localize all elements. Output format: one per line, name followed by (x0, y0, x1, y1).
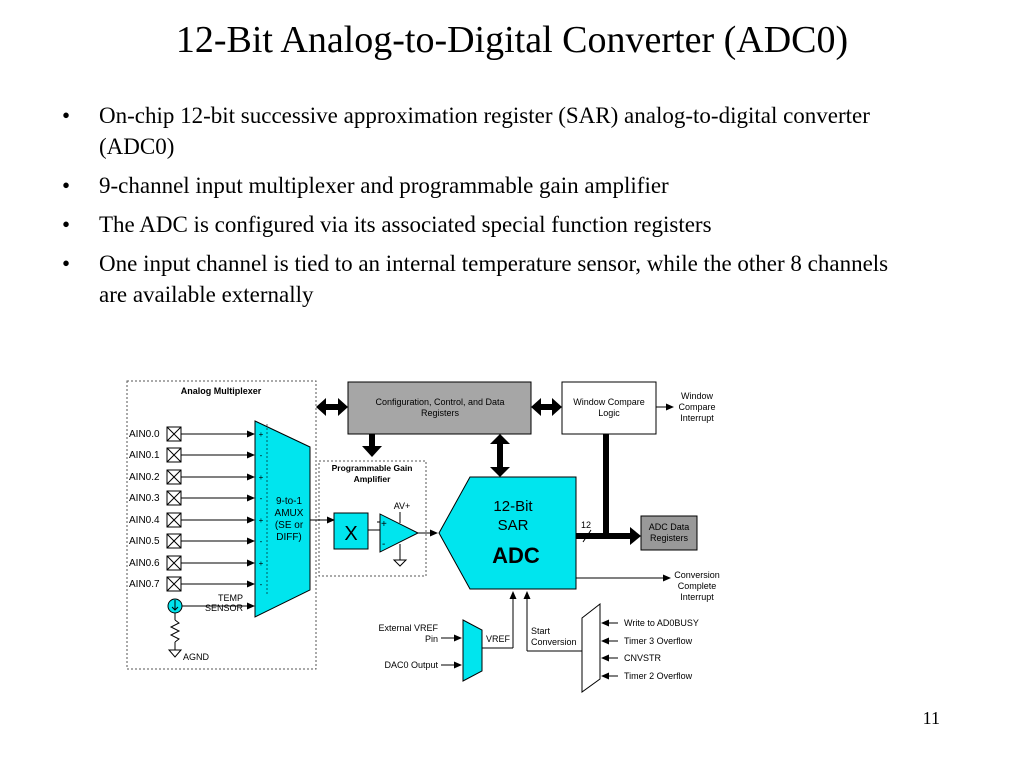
start-conversion-label: Start (531, 626, 551, 636)
amux-label-line: 9-to-1 (276, 496, 303, 507)
config-registers-block (347, 381, 532, 435)
input-label: AIN0.6 (129, 558, 160, 569)
ground-icon (167, 649, 183, 658)
config-registers-label: Configuration, Control, and Data (375, 397, 504, 407)
start-conversion-label: Conversion (531, 637, 577, 647)
conversion-complete-label: Interrupt (680, 592, 714, 602)
mux-pin-sign: + (259, 516, 264, 525)
gain-multiplier: X (344, 523, 357, 545)
input-label: AIN0.1 (129, 450, 160, 461)
ground-icon (392, 559, 408, 567)
input-channel: AIN0.5 (129, 533, 255, 549)
bullet-dot: • (62, 212, 71, 237)
input-label: AIN0.0 (129, 429, 160, 440)
pga-box (318, 460, 427, 577)
input-label: AIN0.2 (129, 472, 160, 483)
start-conversion-mux (581, 602, 601, 693)
window-interrupt-label: Compare (678, 402, 715, 412)
trigger-source-label: CNVSTR (624, 653, 662, 663)
amp-plus-sign: + (381, 519, 387, 530)
mux-pin-sign: - (260, 580, 263, 589)
trigger-source-label: Timer 2 Overflow (624, 671, 693, 681)
mux-section-title: Analog Multiplexer (181, 386, 262, 396)
conversion-complete-label: Complete (678, 581, 717, 591)
dac0-output-label: DAC0 Output (384, 660, 438, 670)
external-vref-label: Pin (425, 634, 438, 644)
adc-data-label: Registers (650, 533, 689, 543)
amux-label-line: DIFF) (276, 532, 302, 543)
amux-label-line: (SE or (275, 520, 304, 531)
av-plus-label: AV+ (394, 501, 411, 511)
amplifier-icon (379, 513, 420, 553)
input-label: AIN0.3 (129, 493, 160, 504)
amp-minus-sign: - (382, 539, 385, 550)
input-channel: AIN0.6 (129, 555, 255, 571)
bullet-item: • One input channel is tied to an interna… (62, 248, 902, 310)
config-registers-label: Registers (421, 408, 460, 418)
adc-data-label: ADC Data (649, 522, 690, 532)
input-channel: AIN0.7 (129, 576, 255, 592)
amux-label-line: AMUX (275, 508, 304, 519)
input-channel: AIN0.1 (129, 447, 255, 463)
slide-title: 12-Bit Analog-to-Digital Converter (ADC0… (175, 19, 849, 61)
window-compare-label: Window Compare (573, 397, 645, 407)
bus-width-label: 12 (581, 520, 591, 530)
bullet-item: • On-chip 12-bit successive approximation… (62, 100, 902, 162)
external-vref-label: External VREF (378, 623, 438, 633)
window-interrupt-label: Window (681, 391, 714, 401)
bullet-text: 9-channel input multiplexer and programm… (99, 173, 669, 198)
conversion-complete-label: Conversion (674, 570, 720, 580)
mux-pin-sign: + (259, 430, 264, 439)
window-compare-label: Logic (598, 408, 620, 418)
temp-sensor-label: TEMP (218, 593, 243, 603)
temp-sensor: TEMP SENSOR AGND (167, 593, 255, 662)
amux-block (254, 420, 311, 618)
adc-label: 12-Bit (493, 498, 533, 515)
page-number: 11 (922, 708, 940, 728)
adc-label: ADC (492, 543, 540, 568)
adc-block (438, 476, 577, 590)
input-label: AIN0.7 (129, 579, 160, 590)
mux-pin-sign: + (259, 473, 264, 482)
bullet-item: • The ADC is configured via its associate… (62, 209, 902, 240)
mux-pin-sign: + (259, 559, 264, 568)
resistor-icon (169, 619, 181, 643)
trigger-source-label: Write to AD0BUSY (624, 618, 699, 628)
agnd-label: AGND (183, 652, 210, 662)
input-label: AIN0.5 (129, 536, 160, 547)
temp-sensor-label: SENSOR (205, 603, 244, 613)
amux-label: 9-to-1 AMUX (SE or DIFF) (275, 496, 304, 543)
bullet-text: One input channel is tied to an internal… (99, 251, 889, 307)
mux-pin-sign: - (260, 494, 263, 503)
trigger-sources: Write to AD0BUSY Timer 3 Overflow CNVSTR… (601, 618, 699, 681)
window-interrupt-label: Interrupt (680, 413, 714, 423)
vref-label: VREF (486, 634, 511, 644)
bullet-text: On-chip 12-bit successive approximation … (99, 103, 870, 159)
gain-block (333, 512, 369, 550)
input-label: AIN0.4 (129, 515, 160, 526)
mux-pin-signs: + - + - + - + - (259, 430, 264, 589)
pga-title: Programmable Gain (332, 463, 413, 473)
mux-pin-sign: - (260, 451, 263, 460)
adc-data-registers-block (640, 515, 698, 551)
analog-multiplexer-box (126, 380, 317, 670)
adc-label: SAR (498, 517, 529, 534)
input-channel: AIN0.4 (129, 512, 255, 528)
input-channel: AIN0.3 (129, 490, 255, 506)
input-channel: AIN0.2 (129, 469, 255, 485)
window-compare-block (561, 381, 657, 435)
mux-pin-sign: - (260, 537, 263, 546)
bullet-list: • On-chip 12-bit successive approximation… (62, 100, 902, 318)
pga-title: Amplifier (354, 474, 392, 484)
bullet-item: • 9-channel input multiplexer and program… (62, 170, 902, 201)
analog-inputs: AIN0.0 AIN0.1 AIN0.2 AIN0.3 AIN0.4 (129, 426, 255, 592)
bullet-dot: • (62, 103, 71, 128)
trigger-source-label: Timer 3 Overflow (624, 636, 693, 646)
vref-mux (462, 619, 483, 682)
bullet-text: The ADC is configured via its associated… (99, 212, 712, 237)
bullet-dot: • (62, 251, 71, 276)
input-channel: AIN0.0 (129, 426, 255, 442)
bullet-dot: • (62, 173, 71, 198)
